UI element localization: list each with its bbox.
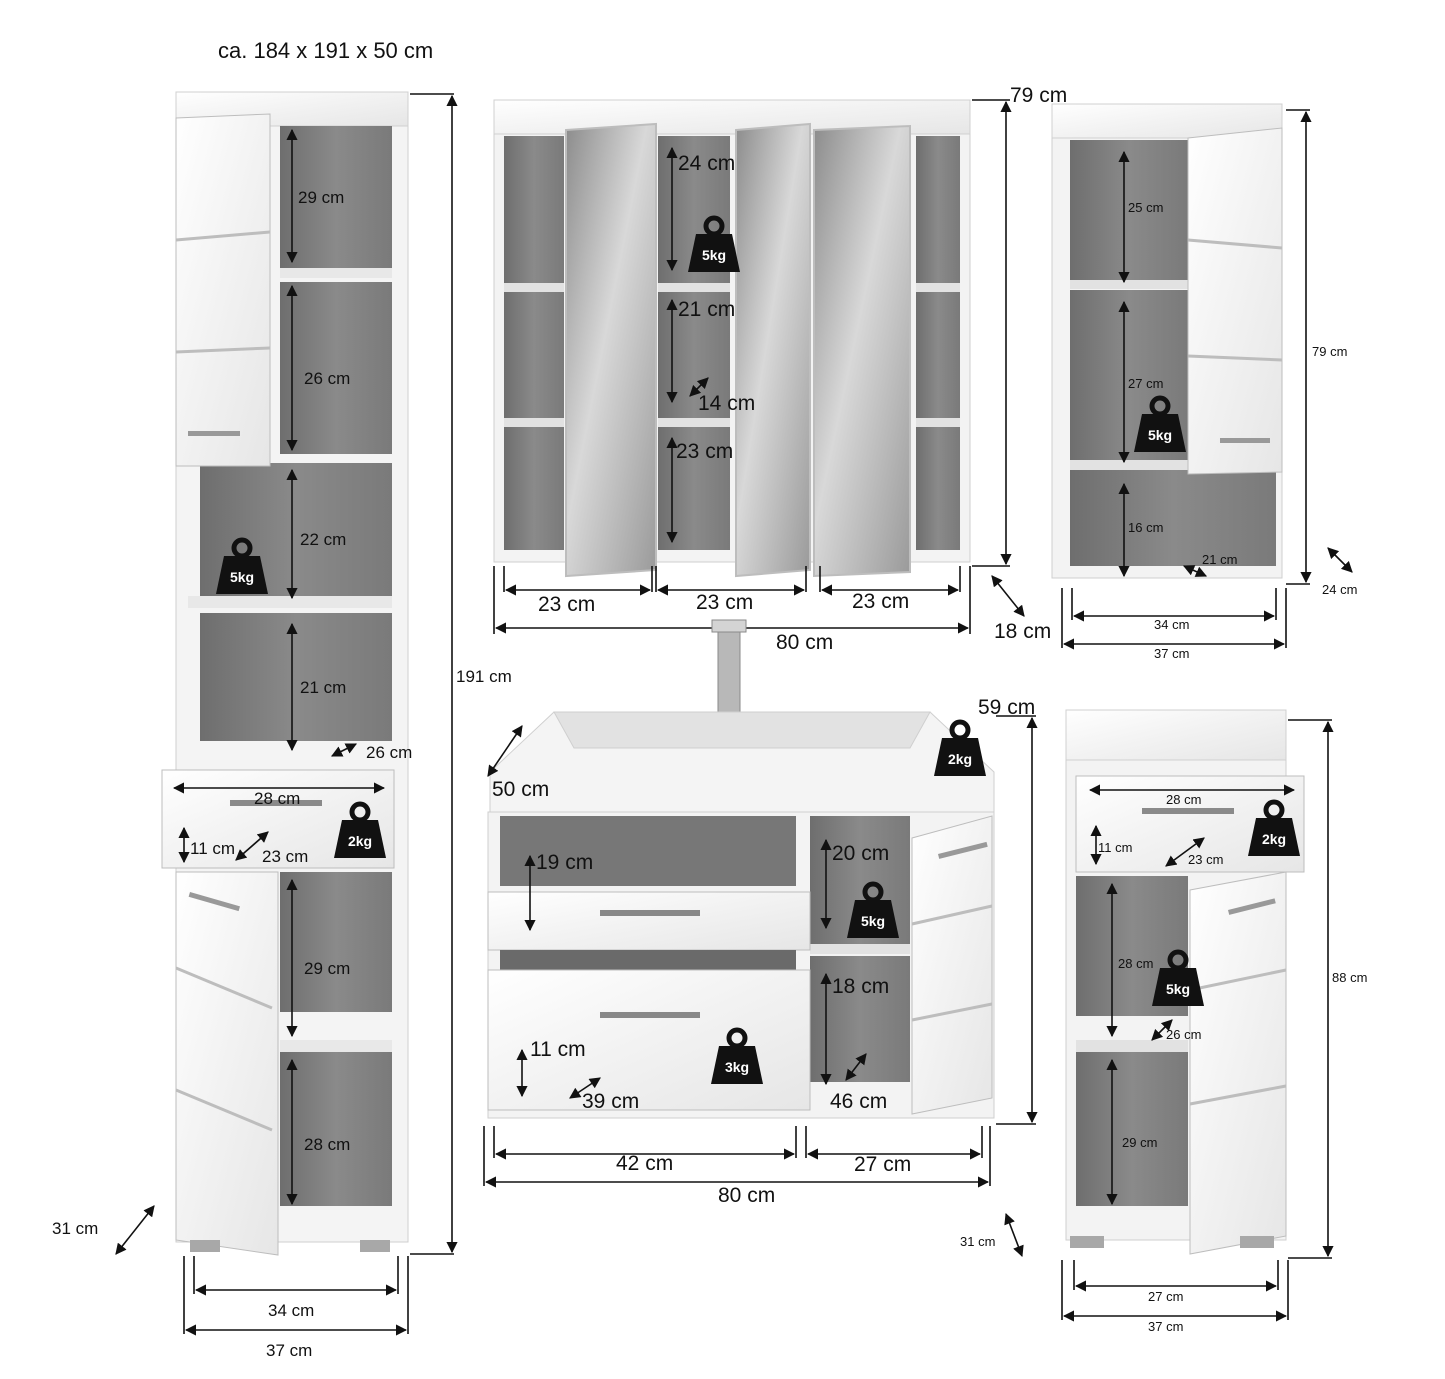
mirror-height-label: 79 cm <box>1010 84 1067 107</box>
vanity-height-label: 59 cm <box>978 696 1035 719</box>
vanity-drawer-load-label: 3kg <box>725 1059 749 1075</box>
vanity-right-width-label: 27 cm <box>854 1153 911 1176</box>
wall-depth-label: 24 cm <box>1322 582 1357 597</box>
tall-shelf-load-label: 5kg <box>230 569 254 585</box>
vanity-left-width-label: 42 cm <box>616 1152 673 1175</box>
wall-load-label: 5kg <box>1148 427 1172 443</box>
tall-drawer-load-label: 2kg <box>348 833 372 849</box>
weight-icon: 5kg <box>1152 952 1204 1006</box>
tall-shelf-2-label: 26 cm <box>304 369 350 388</box>
low-shelf-depth-label: 26 cm <box>1166 1027 1201 1042</box>
weight-icon: 5kg <box>1134 398 1186 452</box>
wall-inner-width-label: 34 cm <box>1154 617 1189 632</box>
vanity-lower-drawer-depth-label: 39 cm <box>582 1090 639 1113</box>
low-shelf-load-label: 5kg <box>1166 981 1190 997</box>
vanity-basin-load-label: 2kg <box>948 751 972 767</box>
vanity-shelf-load-label: 5kg <box>861 913 885 929</box>
wall-shelf-1-label: 25 cm <box>1128 200 1163 215</box>
mirror-compartment-2-label: 23 cm <box>696 591 753 614</box>
tall-shelf-1-label: 29 cm <box>298 188 344 207</box>
low-shelf-1-label: 28 cm <box>1118 956 1153 971</box>
low-shelf-2-label: 29 cm <box>1122 1135 1157 1150</box>
tall-drawer-width-label: 28 cm <box>254 789 300 808</box>
overall-dimensions-title: ca. 184 x 191 x 50 cm <box>218 38 434 63</box>
weight-icon: 2kg <box>334 804 386 858</box>
wall-cabinet <box>1051 103 1283 579</box>
low-drawer-width-label: 28 cm <box>1166 792 1201 807</box>
vanity-upper-drawer-label: 19 cm <box>536 851 593 874</box>
vanity-width-label: 80 cm <box>718 1184 775 1207</box>
tall-drawer-height-label: 11 cm <box>190 839 235 858</box>
mirror-cabinet <box>493 99 971 578</box>
mirror-width-label: 80 cm <box>776 631 833 654</box>
weight-icon: 3kg <box>711 1030 763 1084</box>
vanity-right-depth-label: 46 cm <box>830 1090 887 1113</box>
weight-icon: 2kg <box>1248 802 1300 856</box>
wall-height-label: 79 cm <box>1312 344 1347 359</box>
low-drawer-depth-label: 23 cm <box>1188 852 1223 867</box>
tall-drawer-depth-label: 23 cm <box>262 847 308 866</box>
wall-shelf-3-label: 16 cm <box>1128 520 1163 535</box>
tall-shelf-3-label: 22 cm <box>300 530 346 549</box>
vanity-lower-drawer-height-label: 11 cm <box>530 1038 586 1061</box>
low-inner-width-label: 27 cm <box>1148 1289 1183 1304</box>
vanity-right-shelf-1-label: 20 cm <box>832 842 889 865</box>
tall-shelf-6-label: 28 cm <box>304 1135 350 1154</box>
wall-shelf-2-label: 27 cm <box>1128 376 1163 391</box>
vanity-right-shelf-2-label: 18 cm <box>832 975 889 998</box>
weight-icon: 5kg <box>688 218 740 272</box>
tall-shelf-4-label: 21 cm <box>300 678 346 697</box>
tall-shelf-5-label: 29 cm <box>304 959 350 978</box>
mirror-shelf-3-label: 23 cm <box>676 440 733 463</box>
tall-inner-width-label: 34 cm <box>268 1301 314 1320</box>
mirror-shelf-1-label: 24 cm <box>678 152 735 175</box>
tall-cabinet <box>161 91 409 1256</box>
tall-outer-width-label: 37 cm <box>266 1341 312 1360</box>
mirror-load-label: 5kg <box>702 247 726 263</box>
wall-outer-width-label: 37 cm <box>1154 646 1189 661</box>
mirror-shelf-depth-label: 14 cm <box>698 392 755 415</box>
low-drawer-load-label: 2kg <box>1262 831 1286 847</box>
mirror-compartment-1-label: 23 cm <box>538 593 595 616</box>
weight-icon: 5kg <box>216 540 268 594</box>
mirror-depth-label: 18 cm <box>994 620 1051 643</box>
mirror-shelf-2-label: 21 cm <box>678 298 735 321</box>
mirror-compartment-3-label: 23 cm <box>852 590 909 613</box>
vanity-depth-label: 50 cm <box>492 778 549 801</box>
wall-shelf-depth-label: 21 cm <box>1202 552 1237 567</box>
low-height-label: 88 cm <box>1332 970 1367 985</box>
tall-height-label: 191 cm <box>456 667 512 686</box>
weight-icon: 2kg <box>934 722 986 776</box>
low-drawer-height-label: 11 cm <box>1098 840 1132 855</box>
tall-depth-label: 31 cm <box>52 1219 98 1238</box>
low-depth-label: 31 cm <box>960 1234 995 1249</box>
weight-icon: 5kg <box>847 884 899 938</box>
low-outer-width-label: 37 cm <box>1148 1319 1183 1334</box>
vanity-unit <box>487 619 995 1119</box>
tall-shelf-depth-label: 26 cm <box>366 743 412 762</box>
